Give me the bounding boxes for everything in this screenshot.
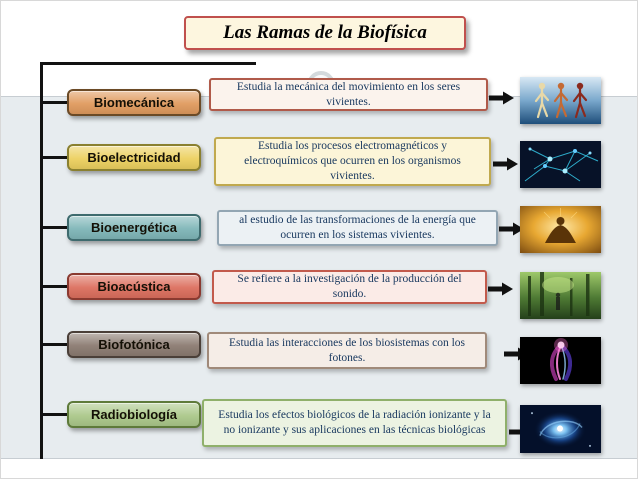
connector-stub bbox=[42, 285, 68, 288]
branch-label-radiobiologia: Radiobiología bbox=[67, 401, 201, 428]
walking-anatomy-figures-image bbox=[520, 77, 601, 124]
branch-description-bioenergetica: al estudio de las transformaciones de la… bbox=[217, 210, 498, 246]
connector-stub bbox=[42, 226, 68, 229]
branch-description-biomecanica: Estudia la mecánica del movimiento en lo… bbox=[209, 78, 488, 111]
connector-stub bbox=[42, 413, 68, 416]
arrow-right-icon bbox=[489, 91, 515, 105]
arrow-right-icon bbox=[499, 222, 525, 236]
human-light-energy-image bbox=[520, 337, 601, 384]
branch-description-biofotonica: Estudia las interacciones de los biosist… bbox=[207, 332, 487, 369]
connector-stub bbox=[42, 156, 68, 159]
branch-description-radiobiologia: Estudia los efectos biológicos de la rad… bbox=[202, 399, 507, 447]
branch-description-bioacustica: Se refiere a la investigación de la prod… bbox=[212, 270, 487, 304]
branch-description-bioelectricidad: Estudia los procesos electromagnéticos y… bbox=[214, 137, 491, 186]
arrow-right-icon bbox=[488, 282, 514, 296]
golden-meditation-aura-image bbox=[520, 206, 601, 253]
connector-stub bbox=[42, 101, 68, 104]
connector-stub bbox=[42, 343, 68, 346]
page-title: Las Ramas de la Biofísica bbox=[184, 16, 466, 50]
neurons-network-image bbox=[520, 141, 601, 188]
blue-galaxy-vortex-image bbox=[520, 405, 601, 453]
branch-label-bioenergetica: Bioenergética bbox=[67, 214, 201, 241]
branch-label-biofotonica: Biofotónica bbox=[67, 331, 201, 358]
branch-label-bioelectricidad: Bioelectricidad bbox=[67, 144, 201, 171]
branch-label-biomecanica: Biomecánica bbox=[67, 89, 201, 116]
green-forest-image bbox=[520, 272, 601, 319]
branch-label-bioacustica: Bioacústica bbox=[67, 273, 201, 300]
arrow-right-icon bbox=[493, 157, 519, 171]
connector-top-line bbox=[40, 62, 256, 65]
connector-trunk-line bbox=[40, 62, 43, 459]
